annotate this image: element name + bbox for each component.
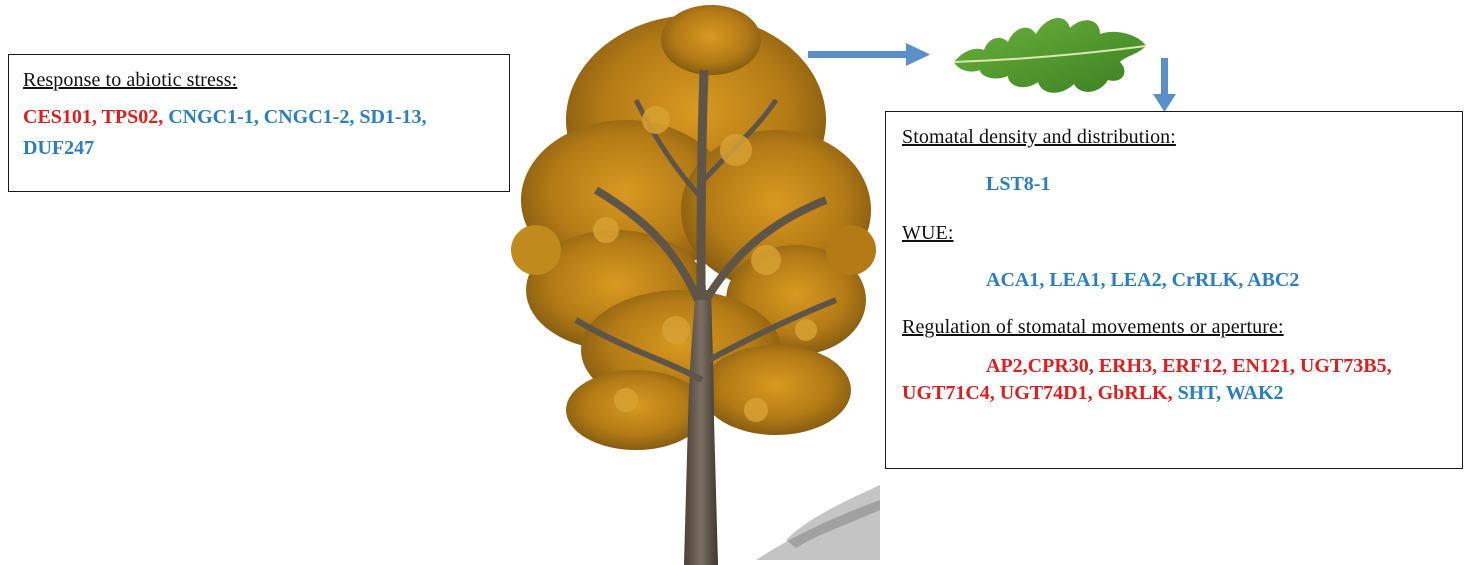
tree-foliage — [511, 5, 876, 450]
stomatal-density-heading: Stomatal density and distribution: — [902, 126, 1176, 148]
abiotic-stress-box: Response to abiotic stress: CES101, TPS0… — [8, 54, 510, 192]
gene-label: UGT71C4, UGT74D1, GbRLK, — [902, 382, 1178, 404]
oak-leaf-illustration — [953, 17, 1147, 93]
gene-label: CNGC1-1, CNGC1-2, SD1-13, — [168, 106, 427, 128]
regulation-heading: Regulation of stomatal movements or aper… — [902, 316, 1284, 338]
gene-label: CES101, — [23, 106, 102, 128]
wue-gene-list: ACA1, LEA1, LEA2, CrRLK, ABC2 — [986, 269, 1300, 291]
gene-label: TPS02, — [101, 106, 169, 128]
gene-label: AP2,CPR30, ERH3, ERF12, EN121, UGT73B5, — [986, 355, 1392, 377]
gene-label: SHT, WAK2 — [1177, 382, 1284, 404]
regulation-gene-list: AP2,CPR30, ERH3, ERF12, EN121, UGT73B5, … — [902, 353, 1446, 407]
oak-tree-illustration — [511, 5, 880, 565]
gene-label: DUF247 — [23, 137, 95, 159]
arrow-down-icon — [1153, 58, 1176, 112]
abiotic-gene-list: CES101, TPS02, CNGC1-1, CNGC1-2, SD1-13,… — [23, 102, 495, 164]
abiotic-stress-heading: Response to abiotic stress: — [23, 69, 238, 91]
arrow-right-icon — [808, 43, 930, 66]
density-gene-list: LST8-1 — [986, 173, 1051, 195]
ground-shadow — [756, 500, 880, 560]
tree-trunk — [574, 69, 838, 565]
stomatal-traits-box: Stomatal density and distribution: LST8-… — [885, 111, 1463, 469]
wue-heading: WUE: — [902, 222, 954, 244]
